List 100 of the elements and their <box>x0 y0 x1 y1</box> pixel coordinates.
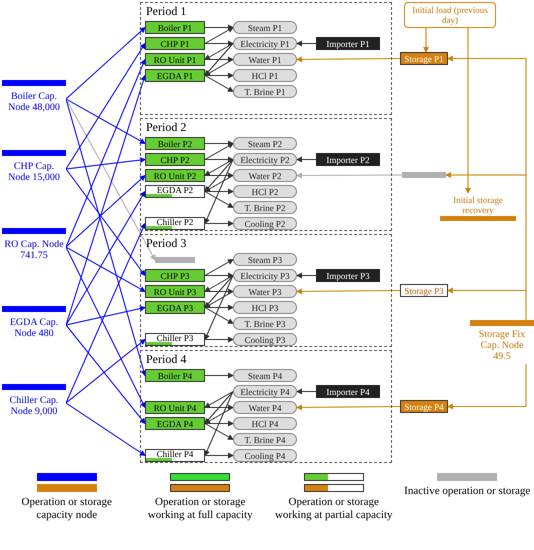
operation-bar: RO Unit P3 <box>145 285 205 298</box>
arrow <box>66 402 146 456</box>
importer-bar: Importer P2 <box>316 153 380 166</box>
operation-bar: RO Unit P2 <box>145 169 205 182</box>
operation-bar: EGDA P2 <box>145 185 205 198</box>
resource-node: Electricity P4 <box>233 385 297 398</box>
period-title: Period 4 <box>146 352 186 366</box>
arrow <box>204 275 234 308</box>
resource-node: Steam P4 <box>233 369 297 382</box>
storage-bar: Storage P1 <box>400 52 448 65</box>
operation-bar: CHP P1 <box>145 37 205 50</box>
arrow <box>204 272 234 278</box>
period-box <box>140 2 392 115</box>
arrow <box>204 75 234 92</box>
arrow <box>204 391 234 424</box>
arrow <box>66 190 146 326</box>
operation-bar: EGDA P1 <box>145 69 205 82</box>
arrow <box>66 98 146 376</box>
inactive-bar <box>155 257 195 263</box>
arrow <box>66 168 146 276</box>
arrow <box>204 336 234 342</box>
arrow <box>204 452 234 458</box>
resource-node: Cooling P3 <box>233 333 297 346</box>
period-title: Period 2 <box>146 120 186 134</box>
operation-bar: EGDA P3 <box>145 301 205 314</box>
arrow <box>66 306 146 326</box>
arrow <box>204 259 234 276</box>
arrow <box>204 159 234 192</box>
arrow <box>204 220 234 226</box>
arrow <box>296 388 316 394</box>
importer-bar: Importer P3 <box>316 269 380 282</box>
resource-node: T. Brine P1 <box>233 85 297 98</box>
period-box <box>140 350 392 463</box>
operation-bar: RO Unit P1 <box>145 53 205 66</box>
resource-node: Steam P2 <box>233 137 297 150</box>
arrow <box>447 288 526 320</box>
operation-bar: Boiler P2 <box>145 137 205 150</box>
arrow <box>204 304 234 310</box>
resource-node: T. Brine P4 <box>233 433 297 446</box>
arrow <box>204 172 234 178</box>
operation-bar: Chiller P3 <box>145 333 205 346</box>
arrow <box>204 372 234 378</box>
arrow <box>296 156 316 162</box>
resource-node: HCl P2 <box>233 185 297 198</box>
arrow <box>204 288 234 294</box>
arrow <box>204 191 234 208</box>
arrow <box>204 56 234 62</box>
arrow <box>204 140 234 146</box>
resource-node: HCl P3 <box>233 301 297 314</box>
resource-node: Cooling P4 <box>233 449 297 462</box>
arrow <box>66 26 146 100</box>
arrow <box>66 74 146 326</box>
legend-text: Operation or storage working at full capacity <box>146 496 254 522</box>
arrow <box>204 159 234 224</box>
storage-bar: Initial storage recovery <box>440 193 516 221</box>
arrow <box>66 98 146 144</box>
resource-node: Electricity P2 <box>233 153 297 166</box>
period-box <box>140 118 392 231</box>
arrow <box>66 42 146 170</box>
arrow <box>204 72 234 78</box>
arrow <box>66 324 146 424</box>
inactive-bar <box>402 172 446 178</box>
resource-node: T. Brine P2 <box>233 201 297 214</box>
arrow <box>204 404 234 410</box>
importer-bar: Importer P4 <box>316 385 380 398</box>
arrow <box>66 246 146 292</box>
arrow <box>296 56 400 62</box>
arrow <box>204 391 234 408</box>
operation-bar: EGDA P4 <box>145 417 205 430</box>
operation-bar: Chiller P2 <box>145 217 205 230</box>
arrow <box>465 28 471 194</box>
arrow <box>204 40 234 46</box>
arrow <box>66 58 146 248</box>
period-title: Period 1 <box>146 4 186 18</box>
resource-node: HCl P1 <box>233 69 297 82</box>
resource-node: Water P1 <box>233 53 297 66</box>
arrow <box>447 364 526 410</box>
arrow <box>204 188 234 194</box>
importer-bar: Importer P1 <box>316 37 380 50</box>
operation-bar: Boiler P4 <box>145 369 205 382</box>
arrow <box>204 423 234 440</box>
arrow <box>204 159 234 176</box>
arrow <box>204 43 234 60</box>
arrow <box>296 40 316 46</box>
initial-load-node: Initial load (previous day) <box>404 2 496 28</box>
resource-node: Steam P3 <box>233 253 297 266</box>
arrow <box>204 275 234 340</box>
arrow <box>204 43 234 76</box>
arrow <box>66 98 156 261</box>
arrow <box>204 391 234 456</box>
arrow <box>66 157 146 170</box>
resource-node: Steam P1 <box>233 21 297 34</box>
arrow <box>204 275 234 292</box>
resource-node: Water P2 <box>233 169 297 182</box>
resource-node: HCl P4 <box>233 417 297 430</box>
arrow <box>204 143 234 160</box>
arrow <box>204 420 234 426</box>
legend-text: Operation or storage capacity node <box>20 496 113 522</box>
resource-node: Electricity P3 <box>233 269 297 282</box>
operation-bar: CHP P3 <box>145 269 205 282</box>
